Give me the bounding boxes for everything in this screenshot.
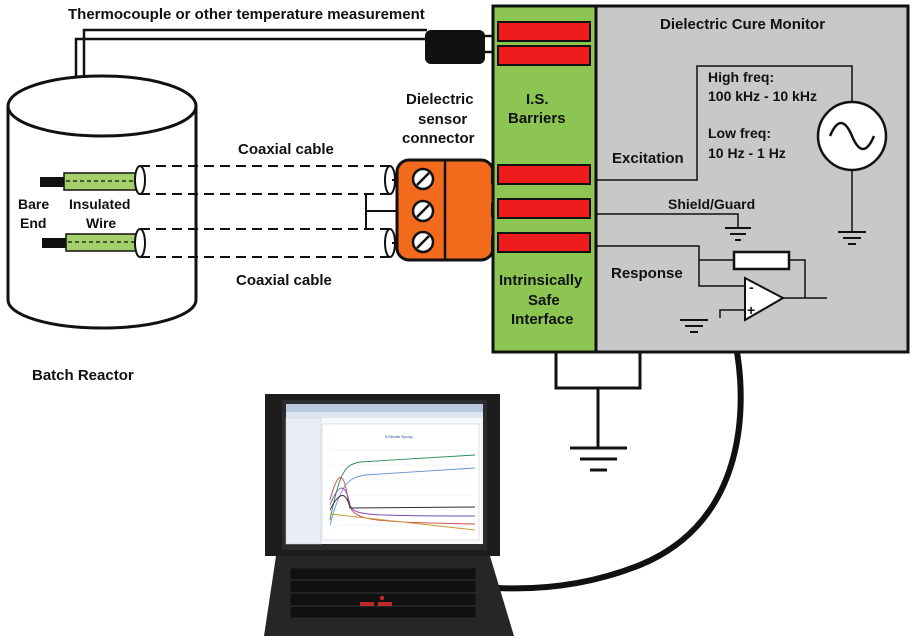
- thermocouple-label: Thermocouple or other temperature measur…: [68, 6, 425, 23]
- ground-symbol-icon: [680, 319, 708, 333]
- excitation-label: Excitation: [612, 150, 684, 167]
- screen-gridlines: [330, 449, 475, 526]
- resistor-icon: [732, 250, 791, 271]
- barrier-red-4: [497, 198, 591, 219]
- coaxial-cable-top: [134, 165, 405, 195]
- batch-reactor: [6, 74, 198, 330]
- is-barriers-label-1: I.S.: [526, 91, 549, 108]
- monitor-title: Dielectric Cure Monitor: [660, 16, 825, 33]
- barrier-red-1: [497, 21, 591, 42]
- safe-interface-label-1: Intrinsically: [499, 272, 583, 289]
- high-freq-label-1: High freq:: [708, 69, 774, 85]
- batch-reactor-label: Batch Reactor: [32, 367, 134, 384]
- insulated-wire-label-2: Wire: [86, 215, 116, 231]
- op-amp-plus: +: [747, 302, 755, 318]
- coaxial-cable-bottom: [134, 228, 405, 258]
- screen-chart-title: 5 Minute Epoxy: [385, 434, 413, 439]
- high-freq-label-2: 100 kHz - 10 kHz: [708, 88, 817, 104]
- connector-screw-1: [411, 167, 435, 191]
- insulated-wire-label-1: Insulated: [69, 196, 130, 212]
- sensor-connector-label-3: connector: [402, 130, 475, 147]
- low-freq-label-2: 10 Hz - 1 Hz: [708, 145, 786, 161]
- ground-symbol-icon: [838, 231, 866, 245]
- response-label: Response: [611, 265, 683, 282]
- low-freq-label-1: Low freq:: [708, 125, 771, 141]
- usb-cable: [496, 351, 744, 592]
- laptop-keyboard: [289, 567, 477, 619]
- screen-curves: [329, 454, 476, 531]
- excitation-line: [596, 65, 853, 232]
- barrier-red-2: [497, 45, 591, 66]
- safe-interface-label-3: Interface: [511, 311, 574, 328]
- bare-end-label-2: End: [20, 215, 46, 231]
- coax-top-label: Coaxial cable: [238, 141, 334, 158]
- barrier-red-3: [497, 164, 591, 185]
- shield-guard-label: Shield/Guard: [668, 196, 755, 212]
- barrier-red-5: [497, 232, 591, 253]
- response-line: [596, 245, 827, 318]
- sensor-connector-label-2: sensor: [418, 111, 467, 128]
- laptop-screen: 5 Minute Epoxy: [285, 404, 483, 545]
- op-amp-icon: - +: [744, 276, 786, 322]
- coax-bottom-label: Coaxial cable: [236, 272, 332, 289]
- thermocouple-plug: [425, 30, 485, 64]
- shield-guard-line: [596, 213, 739, 228]
- connector-screw-2: [411, 199, 435, 223]
- op-amp-minus: -: [749, 279, 754, 295]
- bare-end-label-1: Bare: [18, 196, 49, 212]
- sensor-connector-label-1: Dielectric: [406, 91, 474, 108]
- is-barriers-label-2: Barriers: [508, 110, 566, 127]
- safe-interface-label-2: Safe: [528, 292, 560, 309]
- chassis-ground: [554, 352, 642, 472]
- connector-screw-3: [411, 230, 435, 254]
- sine-wave-source-icon: [816, 100, 888, 172]
- ground-symbol-icon: [725, 227, 751, 241]
